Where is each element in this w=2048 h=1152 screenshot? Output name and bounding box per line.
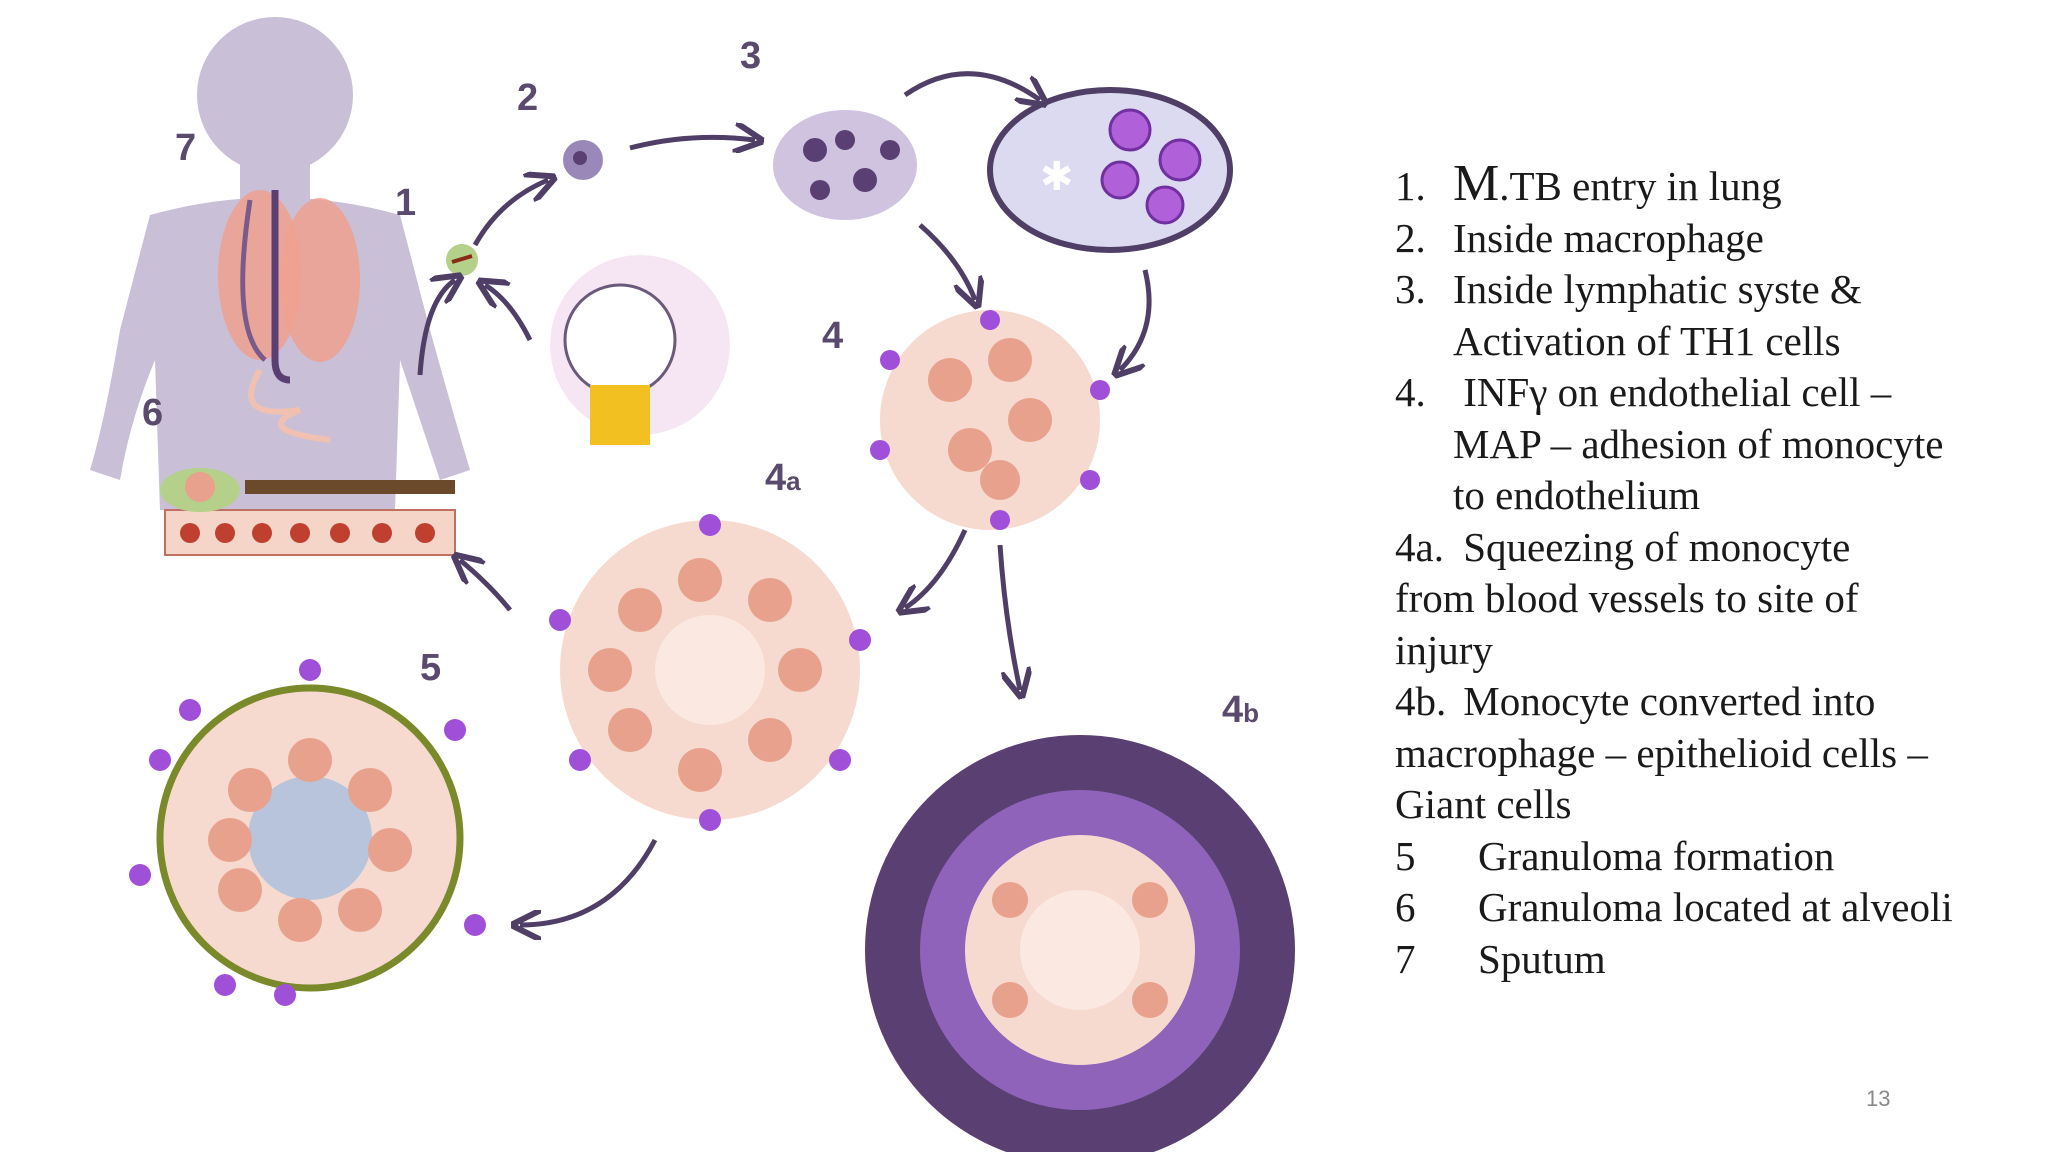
legend-number: 6 xyxy=(1395,884,1416,930)
label-1: 1 xyxy=(395,182,416,224)
legend-item-4b-cont1: macrophage – epithelioid cells – xyxy=(1395,729,1928,776)
legend-item-5: 5 Granuloma formation xyxy=(1395,831,2035,883)
label-5: 5 xyxy=(420,647,441,689)
legend-item-4a-cont1: from blood vessels to site of xyxy=(1395,575,1859,621)
stage-labels: 1 2 3 4 4a 4b 5 6 7 xyxy=(142,35,1259,731)
stage4-cluster xyxy=(870,310,1110,530)
legend-item-4: 4. INFγ on endothelial cell – xyxy=(1395,367,2035,419)
legend-text: .TB entry in lung xyxy=(1499,163,1782,209)
legend-number: 4a. xyxy=(1395,523,1444,570)
arrow-person-to-1 xyxy=(485,285,533,342)
label-4: 4 xyxy=(822,315,843,357)
legend-list: 1. M.TB entry in lung 2. Inside macrophage… xyxy=(1395,158,2035,985)
legend-item-3: 3. Inside lymphatic syste & xyxy=(1395,264,2035,316)
legend-number: 3. xyxy=(1395,266,1426,312)
legend-text: Inside lymphatic syste & xyxy=(1453,266,1862,312)
page-number: 13 xyxy=(1866,1086,1891,1111)
label-3: 3 xyxy=(740,35,761,77)
stage4b-cluster xyxy=(865,735,1295,1152)
legend-item-4b-cont2: Giant cells xyxy=(1395,781,1572,827)
infected-macrophage xyxy=(563,140,603,180)
arrow-4a-to-5 xyxy=(520,838,658,925)
arrow-3-to-th1 xyxy=(903,71,1040,100)
arrow-1-to-2 xyxy=(472,180,548,247)
legend-item-4b: 4b. Monocyte converted into xyxy=(1395,676,2035,728)
legend-text: Monocyte converted into xyxy=(1453,678,1876,724)
legend-item-1: 1. M.TB entry in lung xyxy=(1395,158,2035,213)
arrow-4-to-4a xyxy=(905,528,968,608)
legend-text: INFγ on endothelial cell – xyxy=(1453,369,1892,415)
legend-text: Inside macrophage xyxy=(1453,214,1764,261)
legend-item-7: 7 Sputum xyxy=(1395,934,2035,986)
legend-item-4a: 4a. Squeezing of monocyte xyxy=(1395,522,2035,574)
svg-text:✱: ✱ xyxy=(1040,154,1074,199)
legend-item-2: 2. Inside macrophage xyxy=(1395,213,2035,265)
label-6: 6 xyxy=(142,392,163,434)
legend-number: 4b. xyxy=(1395,678,1447,724)
flow-arrows xyxy=(417,71,1152,925)
tb-pathogenesis-diagram: ✱ xyxy=(90,17,1295,1152)
arrow-2-to-3 xyxy=(629,137,755,148)
legend-m-letter: M xyxy=(1453,155,1500,212)
lymph-node-cluster xyxy=(773,110,917,220)
alveoli-epithelium xyxy=(160,468,456,556)
arrow-th1-to-4 xyxy=(1120,269,1152,370)
label-4a: 4a xyxy=(765,457,801,499)
legend-item-4-cont1: MAP – adhesion of monocyte xyxy=(1453,420,1944,467)
label-2: 2 xyxy=(517,77,538,119)
legend-text: Squeezing of monocyte xyxy=(1453,523,1851,570)
legend-item-4a-cont2: injury xyxy=(1395,626,1493,673)
stage4a-cluster xyxy=(549,514,871,831)
bacterium-entry xyxy=(446,244,478,276)
legend-item-4-cont2: to endothelium xyxy=(1453,472,1701,518)
arrow-4-to-4b xyxy=(997,544,1020,690)
arrow-6-to-1 xyxy=(417,280,455,376)
label-7: 7 xyxy=(175,127,196,169)
human-silhouette xyxy=(90,17,470,510)
arrow-3-to-4 xyxy=(918,223,975,300)
legend-text: Sputum xyxy=(1478,935,1606,982)
coughing-person xyxy=(550,255,730,445)
th1-activation-cell: ✱ xyxy=(987,87,1233,253)
legend-number: 1. xyxy=(1395,163,1426,209)
legend-number: 7 xyxy=(1395,935,1416,982)
legend-number: 2. xyxy=(1395,214,1426,261)
legend-number: 5 xyxy=(1395,832,1416,879)
legend-text: Granuloma located at alveoli xyxy=(1478,884,1953,930)
legend-text: Granuloma formation xyxy=(1478,832,1835,879)
label-4b: 4b xyxy=(1222,689,1259,731)
legend-item-6: 6 Granuloma located at alveoli xyxy=(1395,882,2035,934)
granuloma xyxy=(129,659,486,1006)
legend-item-3-cont: Activation of TH1 cells xyxy=(1453,317,1841,364)
arrow-4a-to-6 xyxy=(460,560,512,612)
legend-number: 4. xyxy=(1395,369,1426,415)
